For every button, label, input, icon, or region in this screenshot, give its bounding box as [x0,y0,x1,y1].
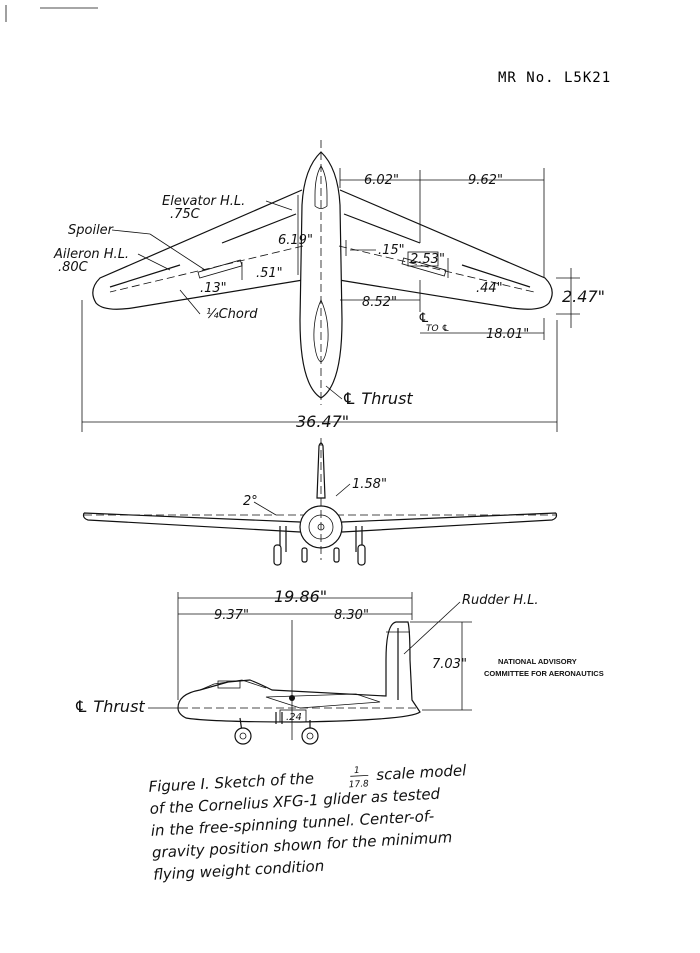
side-landing-gear [234,712,319,745]
right-wing-outline [338,189,553,310]
caption-scale-den: 17.8 [349,779,370,790]
front-view: 2° 1.58" [82,438,558,566]
quarter-chord-label: ¼Chord [206,307,258,322]
dim-0-13: .13" [200,281,227,296]
dim-6-19: 6.19" [278,233,313,248]
naca-stamp: NATIONAL ADVISORY COMMITTEE FOR AERONAUT… [484,657,604,678]
dim-9-37: 9.37" [214,608,249,623]
dim-0-51: .51" [256,266,283,281]
elevator-chord-label: .75C [170,207,201,222]
left-wing-outline [92,189,304,310]
dim-dihedral: 2° [243,494,258,509]
thrust-label-side: ℄ Thrust [74,697,145,716]
dim-0-15: .15" [378,243,405,258]
report-number: MR No. L5K21 [498,70,611,86]
side-fuselage-outline [177,621,421,723]
stamp-line-1: NATIONAL ADVISORY [498,657,577,666]
thrust-label-plan: ℄ Thrust [342,389,413,408]
dim-8-30: 8.30" [334,608,369,623]
caption-scale-num: 1 [354,766,360,776]
cl-symbol: ℄ [418,311,430,326]
dim-19-86: 19.86" [274,587,327,606]
canopy-shape [314,165,328,209]
dim-0-44: .44" [476,281,503,296]
dim-18-01: 18.01" [486,327,529,342]
aileron-chord-label: .80C [58,260,89,275]
side-view: 19.86" 9.37" 8.30" 7.03" .24 Rudder H.L.… [74,587,539,745]
dim-9-62: 9.62" [468,173,503,188]
scan-marks [5,5,98,22]
dim-0-24: .24 [286,712,302,723]
dim-7-03: 7.03" [432,657,467,672]
elevator-hinge-label: Elevator H.L. [162,194,245,209]
caption-line-1b: scale model [376,761,468,784]
front-wing-outline [82,512,558,533]
to-cl-label: TO ℄ [426,324,450,334]
front-landing-gear [273,526,366,566]
dim-36-47: 36.47" [296,412,349,431]
stamp-line-2: COMMITTEE FOR AERONAUTICS [484,669,604,678]
figure-caption: Figure I. Sketch of the 1 17.8 scale mod… [148,761,468,884]
spoiler-label: Spoiler [68,223,115,238]
dim-1-58: 1.58" [352,477,387,492]
dim-8-52: 8.52" [362,295,397,310]
dim-6-02: 6.02" [364,173,399,188]
caption-line-5: flying weight condition [153,857,325,884]
plan-view: 6.02" 9.62" 6.19" .15" 2.53" .51" .13" .… [53,140,605,432]
dim-2-53: 2.53" [410,252,445,267]
aileron-hinge-label: Aileron H.L. [53,247,129,262]
rudder-hinge-label: Rudder H.L. [462,593,539,608]
dim-2-47: 2.47" [562,287,605,306]
